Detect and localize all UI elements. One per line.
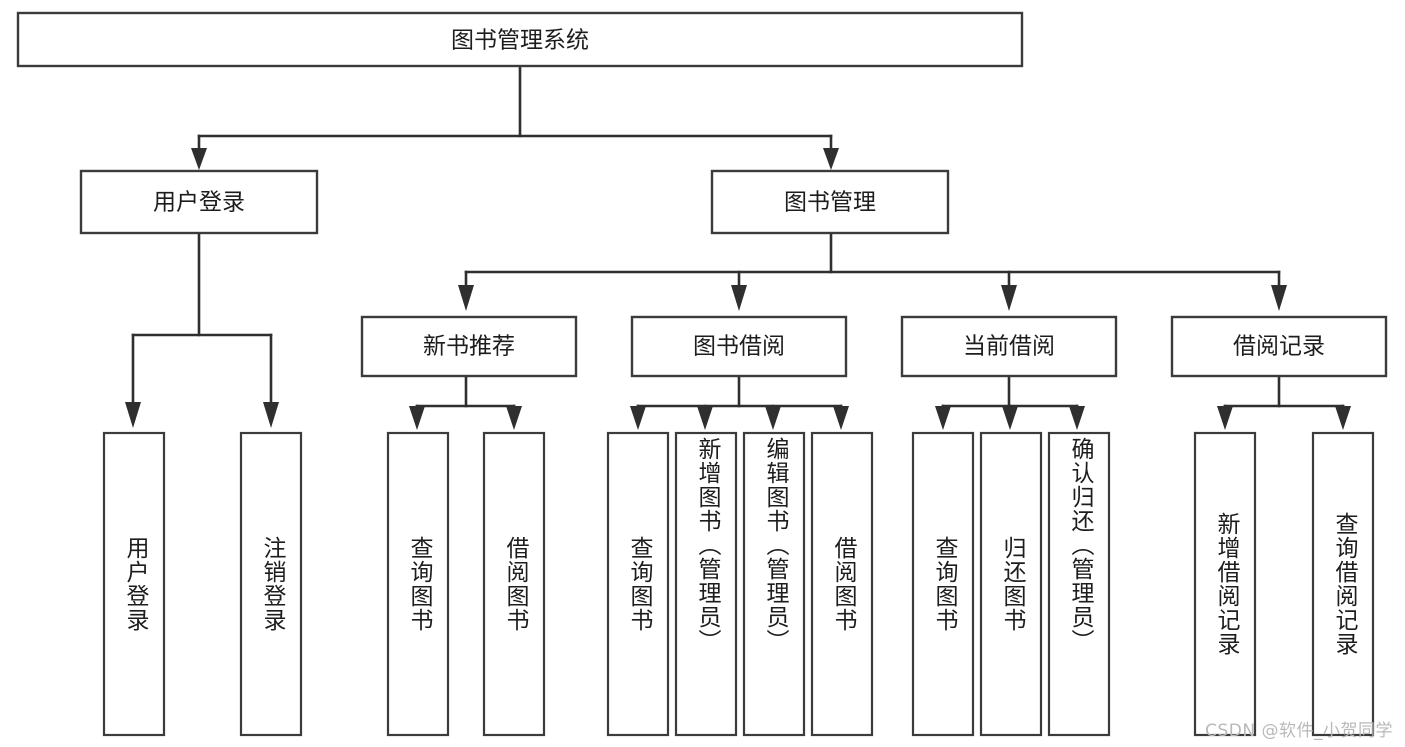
leaf-box-nbr-query-book[interactable] — [386, 431, 450, 737]
arrowhead-cb-leaf1 — [935, 406, 951, 430]
arrowhead-br-leaf2 — [1335, 406, 1351, 430]
leaf-box-cb-confirm-return[interactable] — [1047, 431, 1111, 737]
leaf-box-bb-edit-book[interactable] — [742, 431, 806, 737]
node-current-borrow[interactable] — [900, 315, 1118, 378]
arrowhead-nbr-leaf1 — [409, 406, 425, 430]
arrowhead-bookmgmt — [823, 148, 839, 170]
arrowhead-br-leaf1 — [1217, 406, 1233, 430]
arrowhead-current-borrow — [1001, 285, 1017, 311]
connector-group-bookmgmt — [458, 231, 1287, 311]
node-root[interactable] — [16, 11, 1024, 68]
node-new-book-recommend[interactable] — [360, 315, 578, 378]
arrowhead-bb-leaf1 — [630, 406, 646, 430]
node-new-book-recommend-label: 新书推荐 — [423, 334, 515, 360]
leaf-box-bb-borrow-book[interactable] — [810, 431, 874, 737]
arrowhead-bb-leaf3 — [765, 406, 781, 430]
node-user-login[interactable] — [79, 169, 319, 235]
leaf-box-bb-query-book[interactable] — [606, 431, 670, 737]
arrowhead-bb-leaf4 — [833, 406, 849, 430]
connector-group-current-borrow — [935, 374, 1085, 430]
arrowhead-nbr-leaf2 — [506, 406, 522, 430]
node-current-borrow-label: 当前借阅 — [963, 334, 1055, 360]
connector-group-book-borrow — [630, 374, 849, 430]
leaf-box-user-login[interactable] — [102, 431, 166, 737]
leaf-box-cb-return-book[interactable] — [979, 431, 1043, 737]
arrowhead-userlogin — [191, 148, 207, 170]
node-book-borrow[interactable] — [630, 315, 848, 378]
leaf-box-nbr-borrow-book[interactable] — [482, 431, 546, 737]
node-borrow-record-label: 借阅记录 — [1233, 334, 1325, 360]
connector-group-userlogin — [125, 231, 279, 428]
node-book-management[interactable] — [710, 169, 950, 235]
arrowhead-book-borrow — [731, 285, 747, 311]
node-root-label: 图书管理系统 — [451, 28, 589, 54]
leaf-box-br-query-record[interactable] — [1311, 431, 1375, 737]
leaf-box-bb-add-book[interactable] — [674, 431, 738, 737]
connector-group-root — [191, 64, 839, 170]
watermark-text: CSDN @软件_小贺同学 — [1205, 721, 1393, 741]
node-book-management-label: 图书管理 — [784, 190, 876, 216]
arrowhead-leaf-logout — [263, 402, 279, 428]
node-borrow-record[interactable] — [1170, 315, 1388, 378]
connector-group-borrow-record — [1217, 374, 1351, 430]
node-user-login-label: 用户登录 — [153, 190, 245, 216]
node-book-borrow-label: 图书借阅 — [693, 334, 785, 360]
arrowhead-bb-leaf2 — [697, 406, 713, 430]
arrowhead-new-book-recommend — [458, 285, 474, 311]
arrowhead-leaf-user-login — [125, 402, 141, 428]
leaf-box-br-add-record[interactable] — [1193, 431, 1257, 737]
arrowhead-borrow-record — [1271, 285, 1287, 311]
leaf-box-logout[interactable] — [239, 431, 303, 737]
connector-group-new-book-recommend — [409, 374, 522, 430]
arrowhead-cb-leaf3 — [1069, 406, 1085, 430]
leaf-box-cb-query-book[interactable] — [911, 431, 975, 737]
arrowhead-cb-leaf2 — [1002, 406, 1018, 430]
